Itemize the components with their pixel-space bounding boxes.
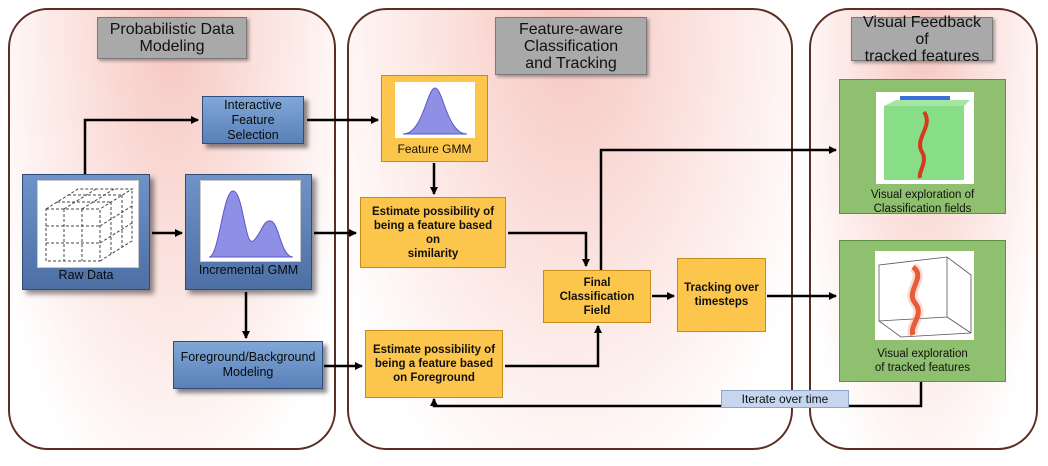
node-visual-exploration-classification-label: Visual exploration of Classification fie… [870,189,975,215]
edge-iterate-loop [430,380,923,408]
node-visual-exploration-classification: Visual exploration of Classification fie… [839,79,1006,215]
node-foreground-background-modeling-text: Foreground/Background Modeling [180,350,316,379]
node-estimate-foreground-text: Estimate possibility of being a feature … [372,344,496,384]
node-raw-data: Raw Data [22,174,150,290]
raw-data-cube-image [37,180,139,268]
bimodal-distribution-icon [208,190,294,258]
node-interactive-feature-selection: Interactive Feature Selection [202,96,304,144]
node-incremental-gmm-label: Incremental GMM [198,263,299,277]
node-foreground-background-modeling: Foreground/Background Modeling [173,341,323,389]
node-final-classification-field-text: Final Classification Field [559,276,635,317]
header-probabilistic-modeling-text: Probabilistic Data Modeling [109,21,235,55]
incremental-gmm-plot [200,180,301,262]
edge-rawdata-to-selection [83,116,199,175]
edge-similarity-to-final [508,231,590,267]
header-classification-tracking: Feature-aware Classification and Trackin… [495,17,647,75]
node-estimate-similarity-text: Estimate possibility of being a feature … [371,205,495,260]
node-visual-exploration-tracked: Visual exploration of tracked features [839,240,1006,382]
classification-field-render [876,92,974,184]
tracked-feature-render [875,251,974,340]
header-classification-tracking-text: Feature-aware Classification and Trackin… [518,20,624,72]
edge-foreground-to-final [505,325,602,368]
classification-volume-image [884,96,970,180]
grid-cube-icon [45,188,134,262]
edge-final-to-classification-view [599,146,837,270]
node-interactive-feature-selection-text: Interactive Feature Selection [224,97,282,142]
node-tracking-over-timesteps-text: Tracking over timesteps [684,282,759,308]
node-estimate-foreground: Estimate possibility of being a feature … [365,330,503,398]
node-feature-gmm: Feature GMM [381,75,488,162]
node-final-classification-field: Final Classification Field [543,270,651,323]
tracked-volume-image [878,256,972,338]
header-visual-feedback-text: Visual Feedback of tracked features [863,13,981,65]
node-visual-exploration-tracked-label: Visual exploration of tracked features [874,348,971,374]
label-iterate-over-time: Iterate over time [721,390,849,408]
node-feature-gmm-label: Feature GMM [397,142,472,156]
header-probabilistic-modeling: Probabilistic Data Modeling [97,17,247,59]
feature-gmm-plot [395,82,475,138]
node-tracking-over-timesteps: Tracking over timesteps [677,258,766,332]
unimodal-distribution-icon [402,87,468,135]
node-raw-data-label: Raw Data [58,268,114,282]
node-incremental-gmm: Incremental GMM [185,174,312,290]
header-visual-feedback: Visual Feedback of tracked features [851,14,993,65]
node-estimate-similarity: Estimate possibility of being a feature … [360,197,506,268]
